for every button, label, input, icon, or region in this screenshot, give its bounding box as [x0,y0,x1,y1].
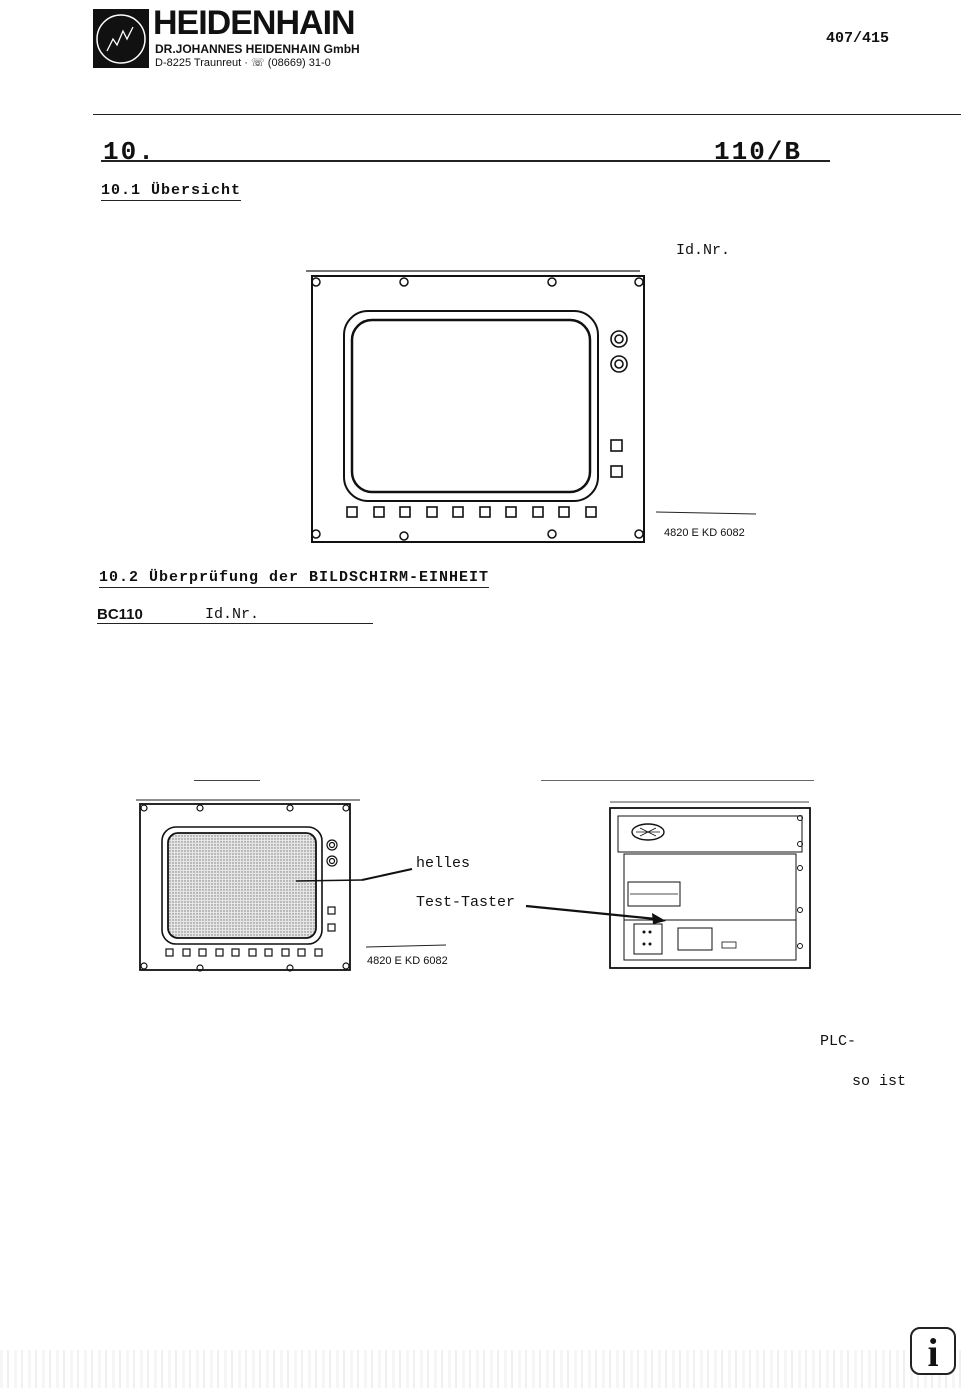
logo-emblem-icon [96,14,146,64]
header-divider [93,114,961,115]
section-number: 10. [103,137,156,167]
brand-name: HEIDENHAIN [153,4,356,42]
monitor-front-figure [306,270,757,543]
monitor-rear-figure [609,801,811,969]
model-label: BC110 [97,606,143,623]
heidenhain-logo [93,9,149,68]
idnr-underline [97,623,373,624]
text-fragment-plc: PLC- [820,1033,857,1050]
figure-label-check: 4820 E KD 6082 [367,955,448,967]
company-address: D-8225 Traunreut · ☏ (08669) 31-0 [155,57,331,69]
subsection-title-overview: 10.1 Übersicht [101,182,242,201]
rule-left [194,780,260,781]
idnr-label-overview: Id.Nr. [676,242,731,259]
document-number: 407/415 [826,30,890,47]
monitor-test-front-figure [136,799,447,972]
scan-noise-strip [0,1350,962,1388]
company-name: DR.JOHANNES HEIDENHAIN GmbH [155,42,360,56]
section-right-title: 110/B [714,137,803,167]
text-fragment-so-ist: so ist [852,1073,907,1090]
subsection-title-check: 10.2 Überprüfung der BILDSCHIRM-EINHEIT [99,569,490,588]
rule-right [541,780,814,781]
test-taster-arrow [525,904,666,924]
info-button[interactable]: i [910,1327,956,1375]
section-underline [101,160,830,162]
figure-label-overview: 4820 E KD 6082 [664,527,745,539]
idnr-label-check: Id.Nr. [205,606,260,623]
callout-test-taster: Test-Taster [416,894,516,911]
callout-helles: helles [416,855,471,872]
